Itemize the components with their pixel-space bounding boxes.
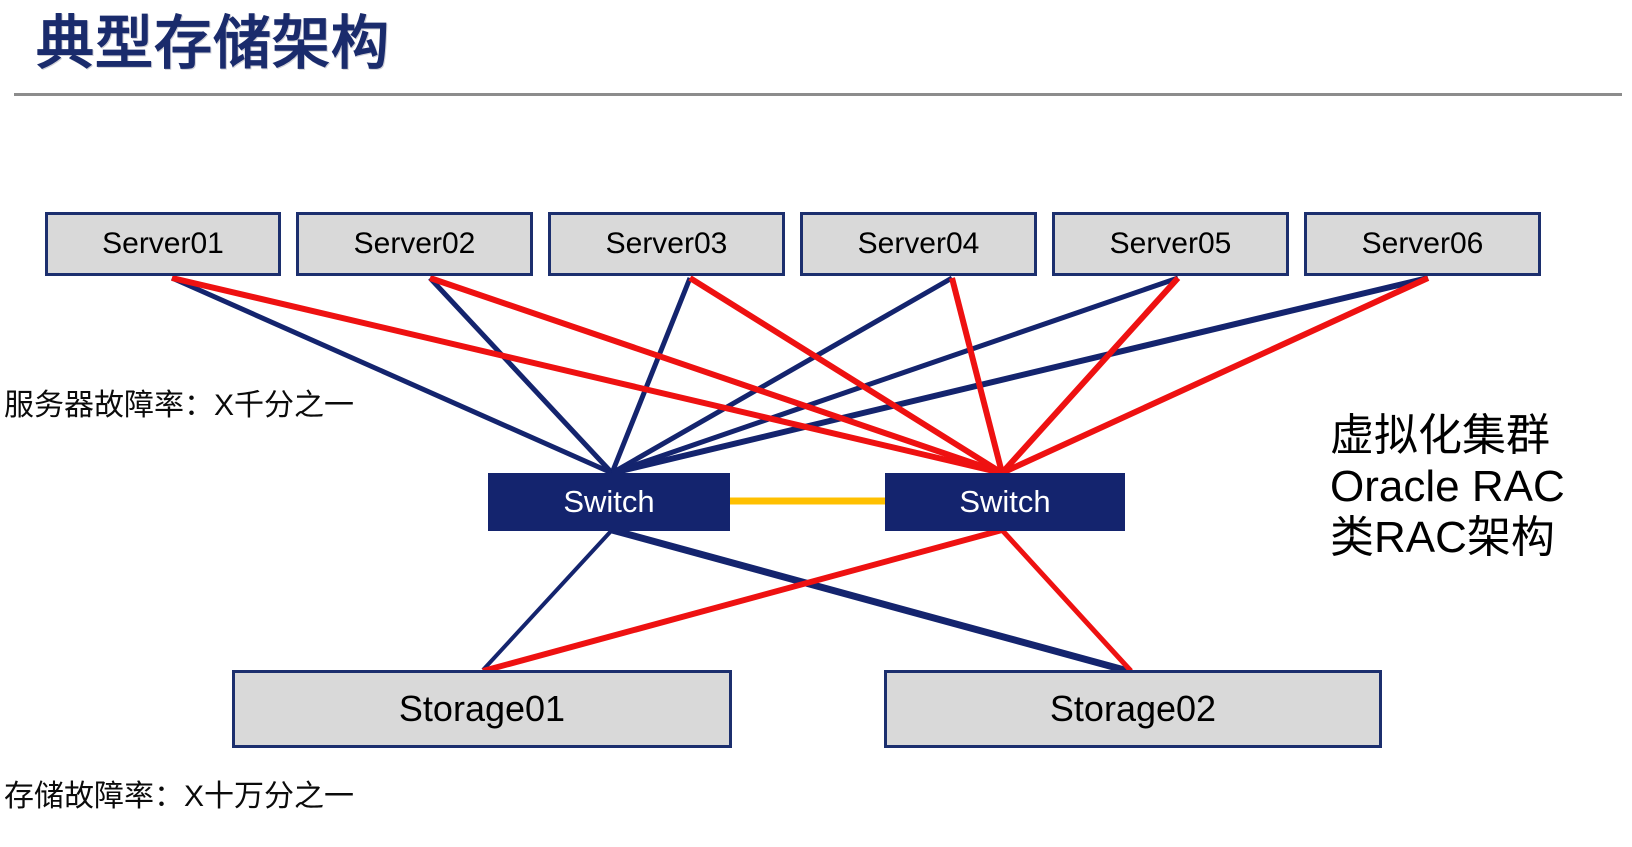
edge-server03-switch-left	[609, 277, 693, 474]
storage-failure-rate-label: 存储故障率：X十万分之一	[4, 780, 355, 813]
annotation-line-3: 类RAC架构	[1330, 513, 1555, 562]
page-title: 典型存储架构	[36, 11, 391, 76]
edge-server03-switch-right	[688, 275, 1004, 476]
edge-switch-left-storage01	[481, 528, 614, 672]
edge-server02-switch-right	[429, 275, 1003, 476]
edge-server06-switch-right	[1000, 275, 1430, 476]
node-server06: Server06	[1304, 212, 1541, 276]
annotation-line-1: 虚拟化集群	[1330, 411, 1550, 460]
edge-switch-left-storage02	[611, 526, 1129, 675]
node-server04: Server04	[800, 212, 1037, 276]
edge-server02-switch-left	[428, 276, 614, 475]
cluster-annotation: 虚拟化集群 Oracle RAC 类RAC架构	[1330, 410, 1565, 563]
node-server02: Server02	[296, 212, 533, 276]
edge-server01-switch-left	[170, 275, 614, 476]
edge-server04-switch-left	[610, 275, 954, 476]
node-server05: Server05	[1052, 212, 1289, 276]
annotation-line-2: Oracle RAC	[1330, 462, 1565, 511]
node-switch-left: Switch	[488, 473, 730, 531]
edge-switch-right-storage01	[482, 527, 1003, 674]
edge-switch-right-storage02	[1000, 528, 1133, 673]
edge-server05-switch-left	[611, 275, 1179, 476]
edge-server04-switch-right	[949, 277, 1005, 474]
edge-server01-switch-right	[171, 275, 1003, 476]
title-divider	[14, 93, 1622, 96]
edge-server05-switch-right	[999, 275, 1181, 476]
node-server01: Server01	[45, 212, 281, 276]
node-storage01: Storage01	[232, 670, 732, 748]
node-storage02: Storage02	[884, 670, 1382, 748]
node-switch-right: Switch	[885, 473, 1125, 531]
node-server03: Server03	[548, 212, 785, 276]
edge-server06-switch-left	[611, 275, 1429, 476]
server-failure-rate-label: 服务器故障率：X千分之一	[4, 389, 355, 422]
